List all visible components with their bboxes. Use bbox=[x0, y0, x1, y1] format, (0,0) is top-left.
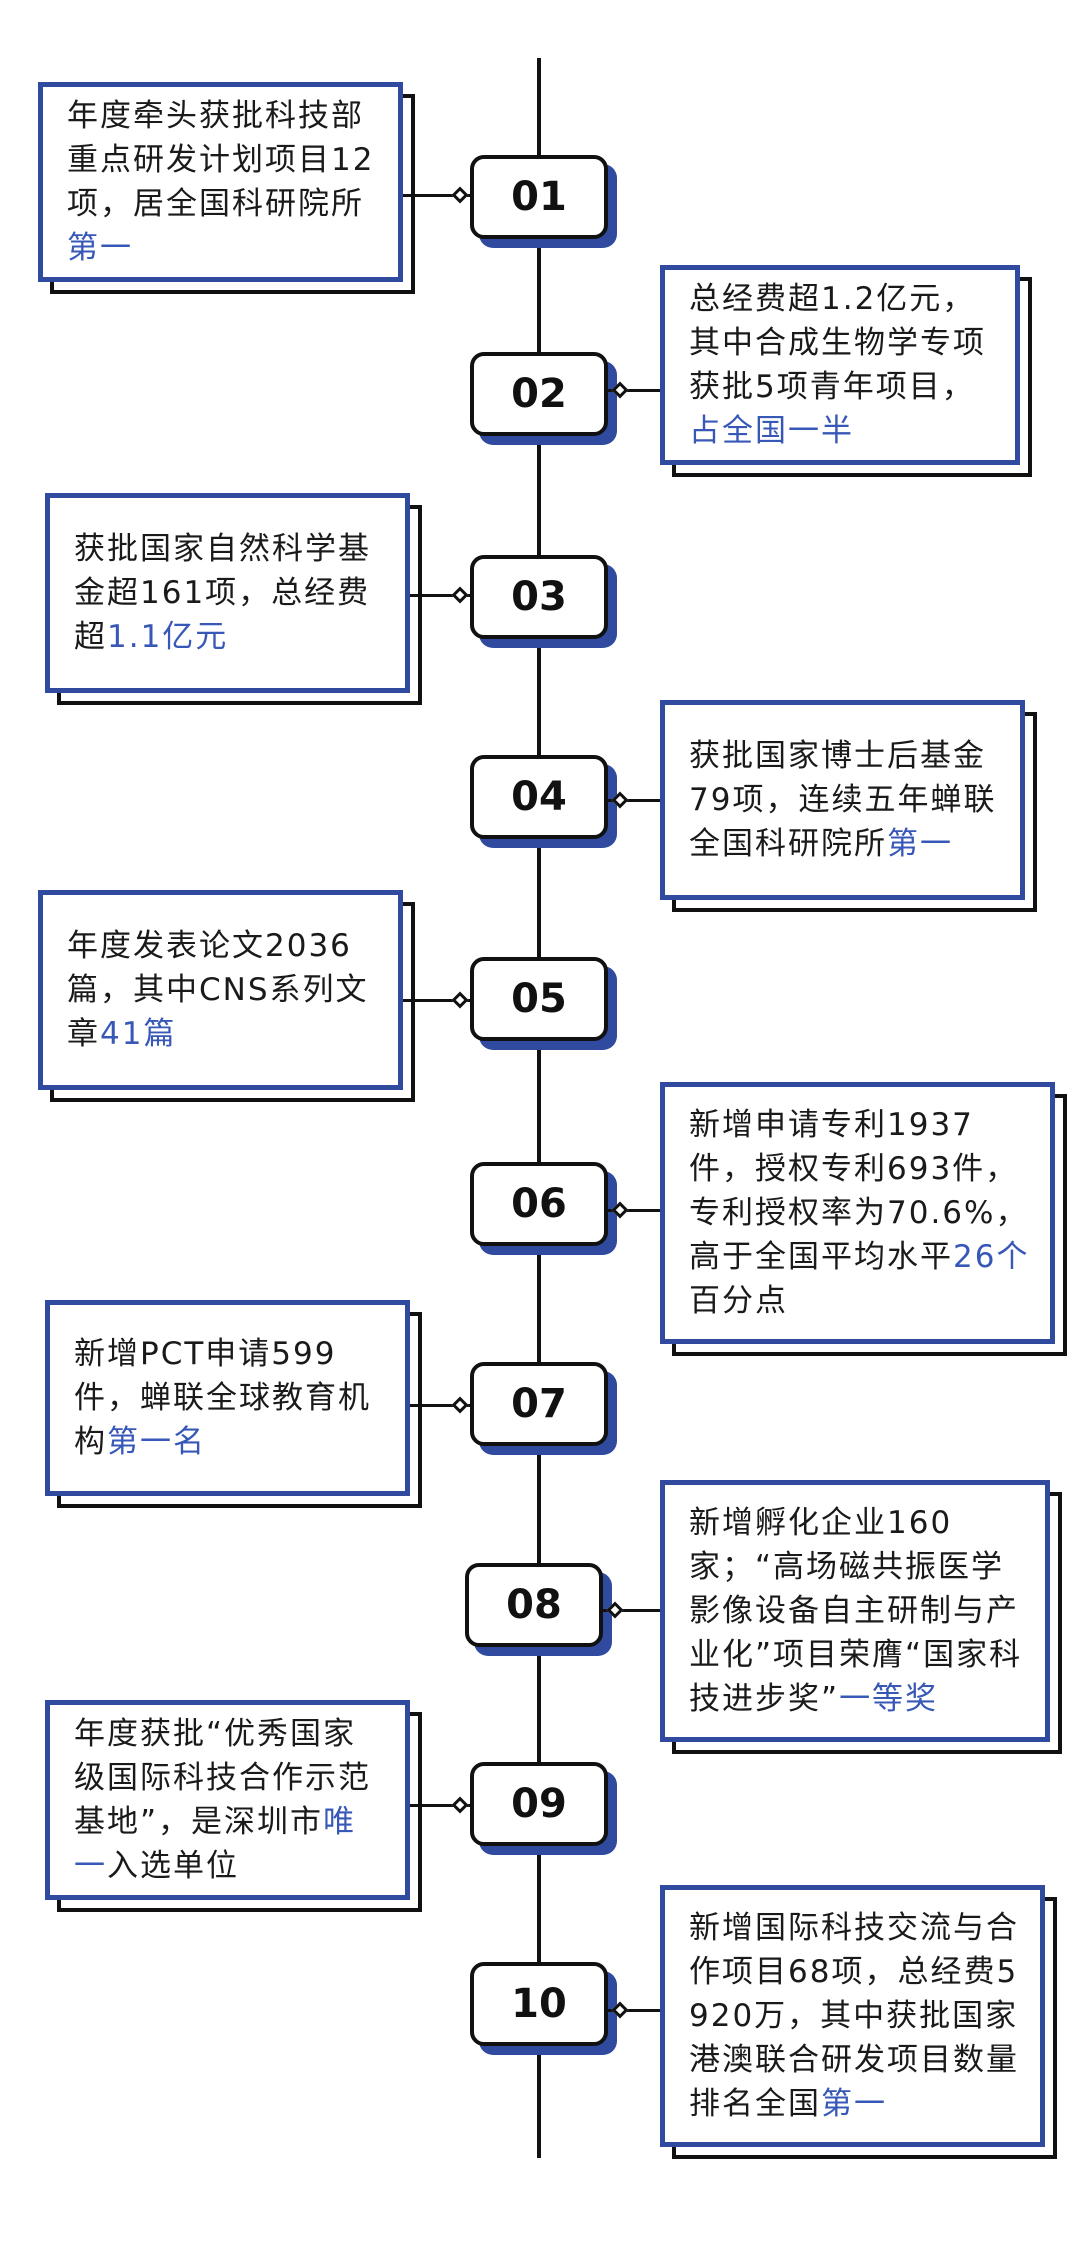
card-face: 年度获批“优秀国家级国际科技合作示范基地”，是深圳市唯一入选单位 bbox=[45, 1700, 410, 1900]
card-text-tail: 百分点 bbox=[689, 1283, 788, 1319]
timeline-node-01: 01 bbox=[470, 155, 617, 248]
card-text: 年度牵头获批科技部重点研发计划项目12项，居全国科研院所第一 bbox=[67, 94, 378, 270]
card-text: 年度获批“优秀国家级国际科技合作示范基地”，是深圳市唯一入选单位 bbox=[74, 1712, 385, 1888]
card-text-main: 总经费超1.2亿元，其中合成生物学专项获批5项青年项目， bbox=[689, 281, 986, 405]
node-number: 05 bbox=[470, 957, 608, 1041]
card-text-highlight: 26个 bbox=[953, 1239, 1030, 1275]
card-face: 获批国家自然科学基金超161项，总经费超1.1亿元 bbox=[45, 493, 410, 693]
card-text: 年度发表论文2036篇，其中CNS系列文章41篇 bbox=[67, 924, 378, 1056]
node-number: 02 bbox=[470, 352, 608, 436]
card-text-main: 年度获批“优秀国家级国际科技合作示范基地”，是深圳市 bbox=[74, 1716, 371, 1840]
card-text: 新增孵化企业160家；“高场磁共振医学影像设备自主研制与产业化”项目荣膺“国家科… bbox=[689, 1501, 1025, 1721]
card-face: 年度发表论文2036篇，其中CNS系列文章41篇 bbox=[38, 890, 403, 1090]
node-number: 10 bbox=[470, 1962, 608, 2046]
connector-diamond-icon bbox=[451, 1796, 469, 1814]
card-face: 年度牵头获批科技部重点研发计划项目12项，居全国科研院所第一 bbox=[38, 82, 403, 282]
connector-line bbox=[608, 2009, 660, 2012]
node-number: 01 bbox=[470, 155, 608, 239]
card-text-main: 年度发表论文2036篇，其中CNS系列文章 bbox=[67, 928, 369, 1052]
timeline-card-05: 年度发表论文2036篇，其中CNS系列文章41篇 bbox=[38, 890, 415, 1102]
card-text: 新增国际科技交流与合作项目68项，总经费5920万，其中获批国家港澳联合研发项目… bbox=[689, 1906, 1020, 2126]
connector-diamond-icon bbox=[451, 1396, 469, 1414]
connector-diamond-icon bbox=[451, 186, 469, 204]
timeline-node-10: 10 bbox=[470, 1962, 617, 2055]
card-text-main: 获批国家博士后基金79项，连续五年蝉联全国科研院所 bbox=[689, 738, 997, 862]
timeline-node-07: 07 bbox=[470, 1362, 617, 1455]
timeline-node-09: 09 bbox=[470, 1762, 617, 1855]
connector-line bbox=[608, 799, 660, 802]
timeline-card-01: 年度牵头获批科技部重点研发计划项目12项，居全国科研院所第一 bbox=[38, 82, 415, 294]
node-number: 03 bbox=[470, 555, 608, 639]
card-text-highlight: 第一 bbox=[67, 230, 133, 266]
card-text: 新增申请专利1937件，授权专利693件，专利授权率为70.6%，高于全国平均水… bbox=[689, 1103, 1030, 1323]
connector-line bbox=[410, 1804, 470, 1807]
node-number: 09 bbox=[470, 1762, 608, 1846]
card-text: 新增PCT申请599件，蝉联全球教育机构第一名 bbox=[74, 1332, 385, 1464]
card-face: 新增申请专利1937件，授权专利693件，专利授权率为70.6%，高于全国平均水… bbox=[660, 1082, 1055, 1344]
card-text-highlight: 唯一 bbox=[74, 1804, 357, 1884]
card-text-tail: 入选单位 bbox=[107, 1848, 239, 1884]
connector-line bbox=[403, 194, 470, 197]
timeline-node-03: 03 bbox=[470, 555, 617, 648]
card-text-highlight: 占全国一半 bbox=[689, 413, 854, 449]
connector-diamond-icon bbox=[451, 991, 469, 1009]
card-text-main: 获批国家自然科学基金超161项，总经费超 bbox=[74, 531, 371, 655]
node-number: 07 bbox=[470, 1362, 608, 1446]
card-text-highlight: 1.1亿元 bbox=[107, 619, 229, 655]
card-text-main: 新增国际科技交流与合作项目68项，总经费5920万，其中获批国家港澳联合研发项目… bbox=[689, 1910, 1019, 2122]
connector-line bbox=[403, 999, 470, 1002]
connector-line bbox=[608, 1209, 660, 1212]
node-number: 06 bbox=[470, 1162, 608, 1246]
connector-line bbox=[410, 594, 470, 597]
card-text-main: 新增孵化企业160家；“高场磁共振医学影像设备自主研制与产业化”项目荣膺“国家科… bbox=[689, 1505, 1023, 1717]
connector-line bbox=[410, 1404, 470, 1407]
timeline-card-09: 年度获批“优秀国家级国际科技合作示范基地”，是深圳市唯一入选单位 bbox=[45, 1700, 422, 1912]
card-text-highlight: 第一名 bbox=[107, 1424, 206, 1460]
card-face: 新增PCT申请599件，蝉联全球教育机构第一名 bbox=[45, 1300, 410, 1496]
card-face: 新增国际科技交流与合作项目68项，总经费5920万，其中获批国家港澳联合研发项目… bbox=[660, 1885, 1045, 2147]
timeline-card-04: 获批国家博士后基金79项，连续五年蝉联全国科研院所第一 bbox=[660, 700, 1037, 912]
card-text: 总经费超1.2亿元，其中合成生物学专项获批5项青年项目， 占全国一半 bbox=[689, 277, 995, 453]
card-face: 总经费超1.2亿元，其中合成生物学专项获批5项青年项目， 占全国一半 bbox=[660, 265, 1020, 465]
card-text-highlight: 第一 bbox=[887, 826, 953, 862]
timeline-node-08: 08 bbox=[465, 1563, 612, 1656]
node-number: 04 bbox=[470, 755, 608, 839]
timeline-card-06: 新增申请专利1937件，授权专利693件，专利授权率为70.6%，高于全国平均水… bbox=[660, 1082, 1067, 1356]
timeline-node-05: 05 bbox=[470, 957, 617, 1050]
timeline-card-07: 新增PCT申请599件，蝉联全球教育机构第一名 bbox=[45, 1300, 422, 1508]
timeline-spine bbox=[537, 58, 541, 2158]
timeline-node-02: 02 bbox=[470, 352, 617, 445]
card-text-highlight: 第一 bbox=[821, 2086, 887, 2122]
card-face: 获批国家博士后基金79项，连续五年蝉联全国科研院所第一 bbox=[660, 700, 1025, 900]
card-text: 获批国家自然科学基金超161项，总经费超1.1亿元 bbox=[74, 527, 385, 659]
timeline-card-02: 总经费超1.2亿元，其中合成生物学专项获批5项青年项目， 占全国一半 bbox=[660, 265, 1032, 477]
card-text-main: 新增申请专利1937件，授权专利693件，专利授权率为70.6%，高于全国平均水… bbox=[689, 1107, 1029, 1275]
card-text-main: 年度牵头获批科技部重点研发计划项目12项，居全国科研院所 bbox=[67, 98, 375, 222]
timeline-card-10: 新增国际科技交流与合作项目68项，总经费5920万，其中获批国家港澳联合研发项目… bbox=[660, 1885, 1057, 2159]
connector-line bbox=[603, 1609, 660, 1612]
timeline-card-03: 获批国家自然科学基金超161项，总经费超1.1亿元 bbox=[45, 493, 422, 705]
card-text-main: 新增PCT申请599件，蝉联全球教育机构 bbox=[74, 1336, 371, 1460]
card-text-highlight: 41篇 bbox=[100, 1016, 177, 1052]
timeline-node-06: 06 bbox=[470, 1162, 617, 1255]
node-number: 08 bbox=[465, 1563, 603, 1647]
card-face: 新增孵化企业160家；“高场磁共振医学影像设备自主研制与产业化”项目荣膺“国家科… bbox=[660, 1480, 1050, 1742]
connector-line bbox=[608, 389, 660, 392]
card-text-highlight: 一等奖 bbox=[839, 1681, 939, 1717]
card-text: 获批国家博士后基金79项，连续五年蝉联全国科研院所第一 bbox=[689, 734, 1000, 866]
timeline-card-08: 新增孵化企业160家；“高场磁共振医学影像设备自主研制与产业化”项目荣膺“国家科… bbox=[660, 1480, 1062, 1754]
connector-diamond-icon bbox=[451, 586, 469, 604]
timeline-node-04: 04 bbox=[470, 755, 617, 848]
